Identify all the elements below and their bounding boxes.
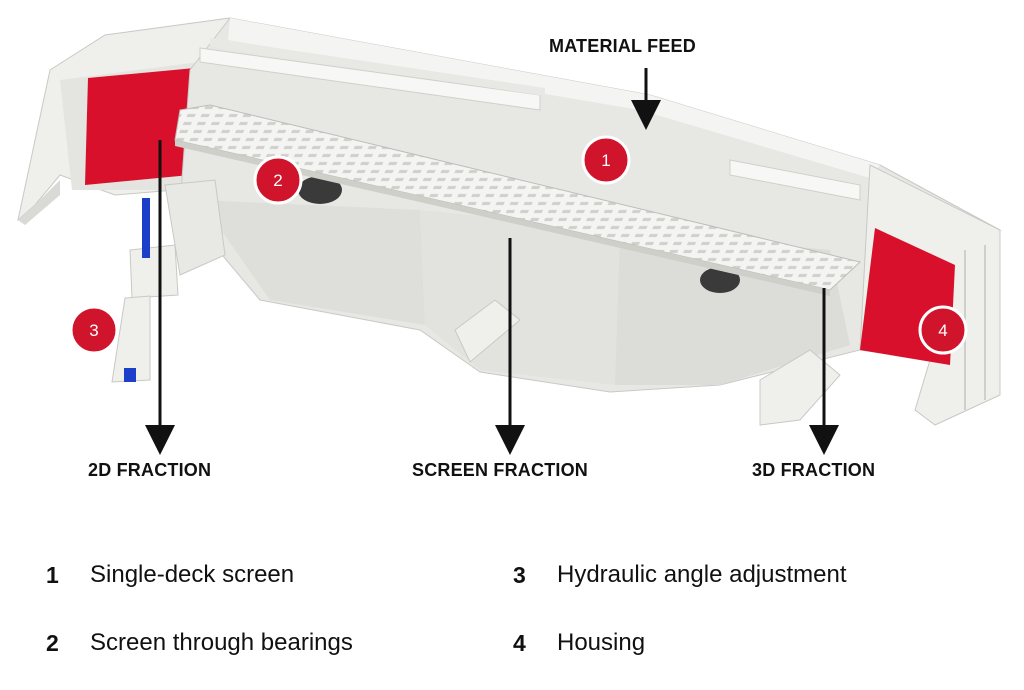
- support-legs: [111, 179, 841, 426]
- legend-text: Hydraulic angle adjustment: [557, 561, 847, 588]
- fraction-3d-label: 3D FRACTION: [752, 460, 876, 480]
- callout-arrows: [145, 68, 839, 455]
- legend-text: Screen through bearings: [90, 629, 353, 656]
- legend-text: Housing: [557, 629, 646, 656]
- legend-number: 1: [46, 562, 59, 588]
- svg-text:1: 1: [601, 151, 610, 170]
- legend-number: 4: [513, 630, 526, 656]
- legend-number: 2: [46, 630, 59, 656]
- legend-text: Single-deck screen: [90, 561, 295, 588]
- material-feed-label: MATERIAL FEED: [549, 36, 696, 56]
- badge-2: 2: [253, 155, 303, 205]
- left-housing: [17, 17, 236, 225]
- svg-text:4: 4: [938, 321, 947, 340]
- badge-3: 3: [69, 305, 119, 355]
- screen-fraction-label: SCREEN FRACTION: [412, 460, 589, 480]
- screen-deck: [174, 104, 862, 296]
- legend-number: 3: [513, 562, 526, 588]
- hydraulic-cylinder: [142, 198, 150, 258]
- badge-4: 4: [918, 305, 968, 355]
- svg-text:2: 2: [273, 171, 282, 190]
- badge-1: 1: [581, 135, 631, 185]
- svg-text:3: 3: [89, 321, 98, 340]
- right-housing: [859, 164, 1001, 426]
- fraction-2d-label: 2D FRACTION: [88, 460, 212, 480]
- left-red-panel: [85, 68, 195, 185]
